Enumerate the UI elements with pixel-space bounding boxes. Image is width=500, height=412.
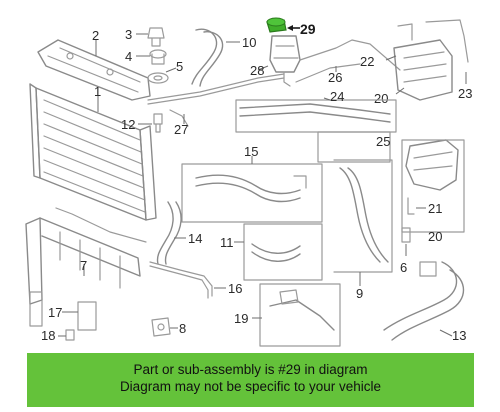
part-15-hose [181, 163, 323, 223]
callout-6: 6 [400, 260, 407, 275]
part-11-hose [243, 223, 323, 281]
callout-20-bottom: 20 [428, 229, 442, 244]
callout-8: 8 [179, 321, 186, 336]
part-10-hose [191, 28, 224, 87]
callout-20-top: 20 [374, 91, 388, 106]
part-7-lower-support [25, 207, 147, 305]
part-2-support [37, 39, 151, 101]
callout-18: 18 [41, 328, 55, 343]
part-17-bracket [29, 291, 97, 331]
part-14-hose [156, 201, 182, 265]
part-8-mount [151, 317, 171, 337]
callout-13: 13 [452, 328, 466, 343]
callout-21: 21 [428, 201, 442, 216]
callout-27: 27 [174, 122, 188, 137]
part-27-line [147, 73, 285, 127]
info-banner: Part or sub-assembly is #29 in diagram D… [27, 353, 474, 407]
callout-28: 28 [250, 63, 264, 78]
part-16-line [149, 261, 213, 299]
callout-19: 19 [234, 311, 248, 326]
callout-22: 22 [360, 54, 374, 69]
part-13-hose [383, 261, 465, 341]
banner-line-1: Part or sub-assembly is #29 in diagram [133, 362, 368, 377]
part-19-bracket [259, 283, 341, 347]
part-24-pipe [235, 99, 397, 133]
callout-3: 3 [125, 27, 132, 42]
callout-29: 29 [300, 21, 316, 37]
part-26-line [295, 39, 401, 83]
callout-5: 5 [176, 59, 183, 74]
part-9-hose [333, 159, 393, 273]
callout-16: 16 [228, 281, 242, 296]
callout-25: 25 [376, 134, 390, 149]
callout-10: 10 [242, 35, 256, 50]
part-29-cap-highlighted [266, 17, 287, 33]
callout-15: 15 [244, 144, 258, 159]
callout-14: 14 [188, 231, 202, 246]
callout-23: 23 [458, 86, 472, 101]
part-4-bushing [149, 49, 167, 65]
part-1-radiator [29, 83, 157, 221]
part-3-clip [147, 27, 165, 47]
callout-12: 12 [121, 117, 135, 132]
parts-diagram: 2 1 3 4 5 10 27 12 [25, 17, 472, 347]
callout-26: 26 [328, 70, 342, 85]
callout-1: 1 [94, 84, 101, 99]
part-18-screw [65, 329, 75, 341]
callout-24: 24 [330, 89, 344, 104]
banner-line-2: Diagram may not be specific to your vehi… [119, 379, 382, 394]
callout-7: 7 [80, 258, 87, 273]
callout-11: 11 [220, 235, 234, 250]
part-5-mount [147, 72, 169, 84]
part-20-tank [401, 139, 465, 233]
part-28-filler [269, 35, 301, 87]
part-12-bolt [153, 113, 163, 133]
callout-2: 2 [92, 28, 99, 43]
part-25-box [317, 131, 391, 163]
part-6-clip [401, 227, 411, 243]
callout-4: 4 [125, 49, 132, 64]
callout-17: 17 [48, 305, 62, 320]
part-20-reservoir [393, 19, 469, 101]
callout-9: 9 [356, 286, 363, 301]
